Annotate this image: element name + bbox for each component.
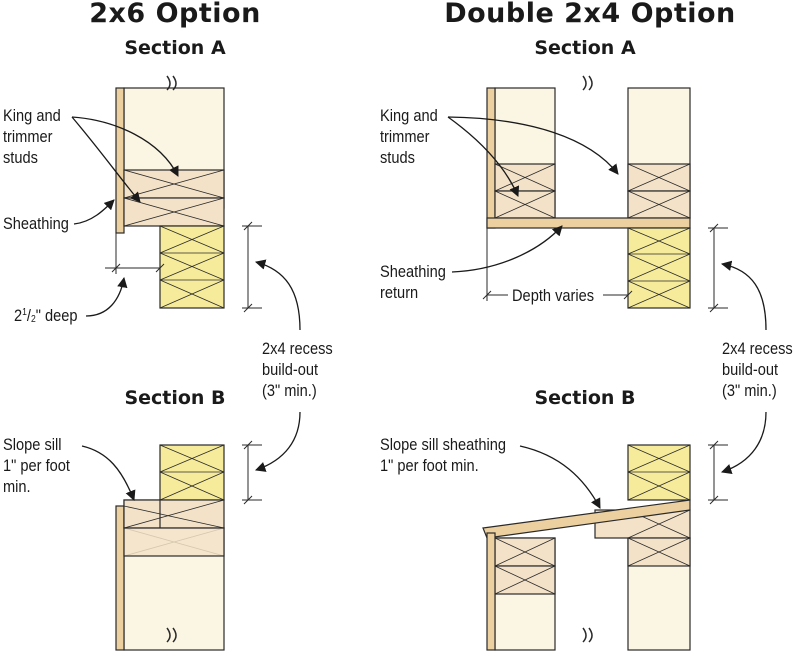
- leader-arrows: [71, 116, 767, 509]
- break-symbol: [166, 627, 177, 643]
- left-deep-label: 21/2" deep: [14, 306, 78, 325]
- arrow-sheathing-left: [73, 199, 115, 225]
- left-section-a-heading: Section A: [124, 37, 226, 59]
- arrow-recess-note-right-b: [721, 411, 767, 474]
- arrow-king-stud-right: [447, 116, 619, 175]
- left-title: 2x6 Option: [89, 0, 261, 29]
- left-sheathing-label: Sheathing: [3, 214, 69, 233]
- right-depth-varies-label: Depth varies: [512, 286, 595, 305]
- right-section-a-drawing: [482, 75, 728, 313]
- exterior-sheathing: [115, 505, 125, 651]
- recess-buildout: [627, 227, 691, 309]
- arrow-slope-sill-left: [81, 445, 136, 501]
- sloped-sill-sheathing: [482, 499, 691, 539]
- break-symbol: [582, 627, 593, 643]
- arrow-recess-note-a: [254, 259, 301, 331]
- left-section-b-drawing: [115, 440, 262, 651]
- arrow-sheathing-return: [451, 225, 563, 273]
- arrow-deep-left: [85, 276, 128, 317]
- arrow-trimmer-stud-right: [447, 116, 520, 197]
- arrow-trimmer-stud-left: [71, 116, 141, 203]
- arrow-recess-note-right-a: [720, 260, 767, 331]
- sill-stud-2: [123, 527, 225, 557]
- arrow-king-stud-left: [71, 116, 179, 177]
- left-section-a-drawing: [105, 75, 262, 313]
- arrow-slope-sill-right: [519, 445, 601, 509]
- recess-buildout: [627, 444, 691, 501]
- right-section-a-heading: Section A: [534, 37, 636, 59]
- exterior-sheathing: [486, 532, 496, 651]
- break-symbol: [582, 75, 593, 91]
- right-section-b-heading: Section B: [534, 387, 636, 409]
- recess-buildout: [159, 444, 225, 501]
- break-symbol: [166, 75, 177, 91]
- right-title: Double 2x4 Option: [444, 0, 736, 29]
- sheathing-return: [486, 217, 691, 229]
- right-section-b-drawing: [482, 440, 728, 651]
- exterior-sheathing: [115, 87, 125, 234]
- arrow-recess-note-b: [255, 411, 301, 472]
- recess-buildout: [159, 225, 225, 309]
- sloped-sill: [123, 499, 161, 529]
- left-section-b-heading: Section B: [124, 387, 226, 409]
